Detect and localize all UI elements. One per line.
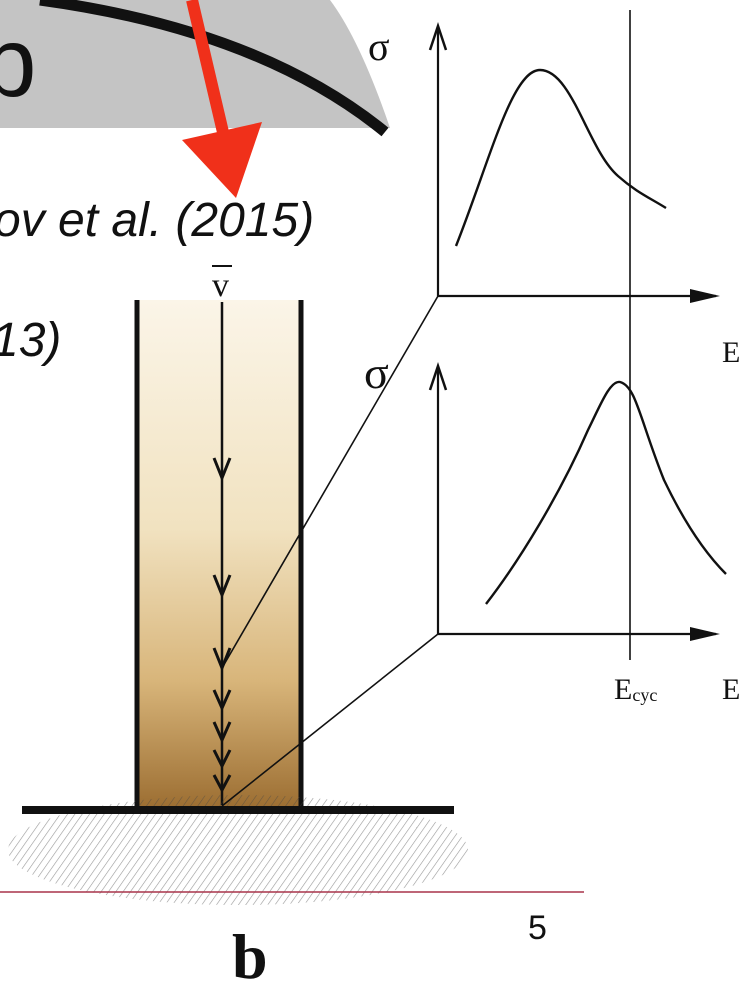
projection-line-lower: [221, 633, 439, 807]
projection-line-upper: [221, 295, 439, 669]
lower-plot: σ E Ecyc: [364, 347, 740, 706]
column-fill: [138, 300, 300, 808]
flow-arrowhead: [212, 774, 232, 794]
figure-label: b: [232, 921, 268, 983]
red-arrow-shaft: [186, 0, 232, 147]
banner-curve: [39, 0, 389, 137]
lower-curve: [485, 380, 727, 605]
lower-x-label: E: [722, 673, 740, 706]
upper-x-arrowhead: [690, 289, 720, 303]
ecyc-label: Ecyc: [614, 673, 657, 706]
flow-arrowhead: [212, 721, 232, 744]
title-banner: [0, 0, 390, 128]
flow-arrowhead: [212, 574, 232, 600]
ecyc-subscript: cyc: [632, 685, 657, 705]
ground-shadow: [8, 795, 468, 905]
title-fragment: p: [0, 7, 37, 117]
citation-2: 13): [0, 314, 61, 367]
lower-y-label: σ: [364, 347, 389, 398]
flow-arrowhead: [212, 457, 232, 483]
lower-y-arrowhead: [428, 362, 448, 391]
red-arrow-head: [182, 122, 262, 198]
upper-curve: [454, 68, 667, 247]
upper-plot: σ E: [368, 22, 740, 369]
upper-x-label: E: [722, 336, 740, 369]
citation-1: ov et al. (2015): [0, 194, 314, 247]
ecyc-main: E: [614, 673, 632, 706]
lower-x-arrowhead: [690, 627, 720, 641]
upper-y-arrowhead: [428, 22, 448, 51]
ground-line: [22, 806, 454, 814]
velocity-label: v: [212, 267, 229, 304]
page-number: 5: [528, 909, 547, 947]
flow-arrowhead: [212, 689, 232, 712]
flow-arrowhead: [212, 749, 232, 770]
upper-y-label: σ: [368, 24, 390, 69]
